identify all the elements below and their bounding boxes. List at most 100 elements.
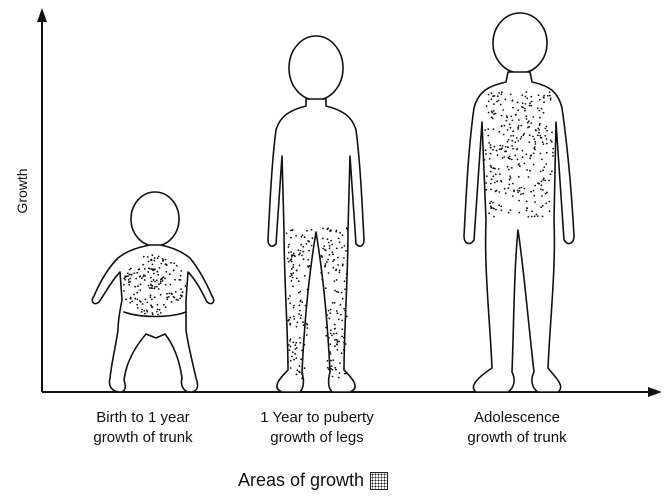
stipple-dot — [289, 323, 291, 325]
stipple-dot — [144, 279, 146, 281]
stipple-dot — [501, 210, 503, 212]
stipple-dot — [510, 177, 512, 179]
stipple-dot — [541, 159, 543, 161]
stipple-dot — [345, 250, 347, 252]
stipple-dot — [493, 128, 495, 130]
stipple-dot — [507, 146, 509, 148]
stipple-dot — [547, 95, 549, 97]
stipple-dot — [490, 206, 492, 208]
stipple-dot — [154, 288, 156, 290]
stipple-dot — [508, 169, 510, 171]
stipple-dot — [298, 313, 300, 315]
stipple-dot — [491, 98, 493, 100]
stipple-dot — [294, 344, 296, 346]
stipple-dot — [290, 237, 292, 239]
stipple-dot — [552, 155, 554, 157]
stipple-dot — [516, 149, 518, 151]
stipple-dot — [336, 349, 338, 351]
stipple-dot — [336, 339, 338, 341]
child-figure — [268, 36, 364, 392]
stipple-dot — [538, 94, 540, 96]
stipple-dot — [546, 126, 548, 128]
stipple-dot — [522, 156, 524, 158]
stipple-dot — [288, 244, 290, 246]
stipple-dot — [526, 210, 528, 212]
stipple-dot — [490, 201, 492, 203]
stipple-dot — [537, 215, 539, 217]
stipple-dot — [525, 115, 527, 117]
stipple-dot — [299, 265, 301, 267]
stipple-dot — [539, 124, 541, 126]
stipple-dot — [139, 289, 141, 291]
stipple-dot — [530, 155, 532, 157]
stipple-dot — [298, 371, 300, 373]
stipple-dot — [488, 142, 490, 144]
stipple-dot — [534, 201, 536, 203]
stipple-dot — [490, 165, 492, 167]
stipple-dot — [289, 340, 291, 342]
stipple-dot — [497, 95, 499, 97]
stipple-dot — [485, 153, 487, 155]
stipple-dot — [533, 152, 535, 154]
stipple-dot — [497, 154, 499, 156]
stipple-dot — [296, 347, 298, 349]
stipple-dot — [492, 207, 494, 209]
infant-body — [92, 245, 213, 392]
stage-label-adolescent: Adolescence growth of trunk — [436, 408, 598, 448]
stipple-dot — [542, 216, 544, 218]
stipple-dot — [540, 137, 542, 139]
stipple-dot — [329, 351, 331, 353]
stipple-dot — [299, 310, 301, 312]
stipple-dot — [335, 369, 337, 371]
stipple-dot — [166, 297, 168, 299]
stipple-dot — [301, 301, 303, 303]
stipple-dot — [311, 245, 313, 247]
stipple-dot — [293, 316, 295, 318]
stipple-dot — [157, 271, 159, 273]
stipple-dot — [505, 120, 507, 122]
stipple-dot — [501, 125, 503, 127]
stipple-dot — [495, 173, 497, 175]
stipple-dot — [537, 135, 539, 137]
stipple-dot — [517, 159, 519, 161]
stipple-dot — [490, 171, 492, 173]
stipple-dot — [327, 238, 329, 240]
stipple-dot — [522, 134, 524, 136]
stipple-dot — [534, 149, 536, 151]
stipple-dot — [330, 360, 332, 362]
stipple-dot — [329, 254, 331, 256]
stipple-dot — [142, 264, 144, 266]
stipple-dot — [485, 149, 487, 151]
stipple-dot — [150, 277, 152, 279]
stipple-dot — [343, 342, 345, 344]
stipple-dot — [510, 209, 512, 211]
stipple-dot — [502, 157, 504, 159]
stage-label-child-line1: 1 Year to puberty — [232, 408, 402, 428]
stipple-dot — [529, 158, 531, 160]
stipple-dot — [539, 117, 541, 119]
stipple-dot — [337, 264, 339, 266]
stipple-dot — [550, 173, 552, 175]
stipple-dot — [520, 193, 522, 195]
stipple-dot — [304, 367, 306, 369]
stipple-dot — [301, 350, 303, 352]
stipple-dot — [524, 188, 526, 190]
stipple-dot — [128, 281, 130, 283]
stipple-dot — [160, 263, 162, 265]
stipple-dot — [137, 285, 139, 287]
y-axis-arrowhead — [37, 8, 47, 22]
stipple-dot — [491, 116, 493, 118]
stipple-dot — [293, 307, 295, 309]
stipple-dot — [498, 92, 500, 94]
stipple-dot — [130, 297, 132, 299]
stipple-dot — [512, 99, 514, 101]
stipple-dot — [489, 202, 491, 204]
stipple-dot — [488, 94, 490, 96]
stipple-dot — [521, 106, 523, 108]
stipple-dot — [541, 108, 543, 110]
adolescent-head — [493, 13, 547, 73]
stipple-dot — [526, 201, 528, 203]
stipple-dot — [508, 187, 510, 189]
stipple-dot — [346, 277, 348, 279]
stipple-dot — [331, 334, 333, 336]
